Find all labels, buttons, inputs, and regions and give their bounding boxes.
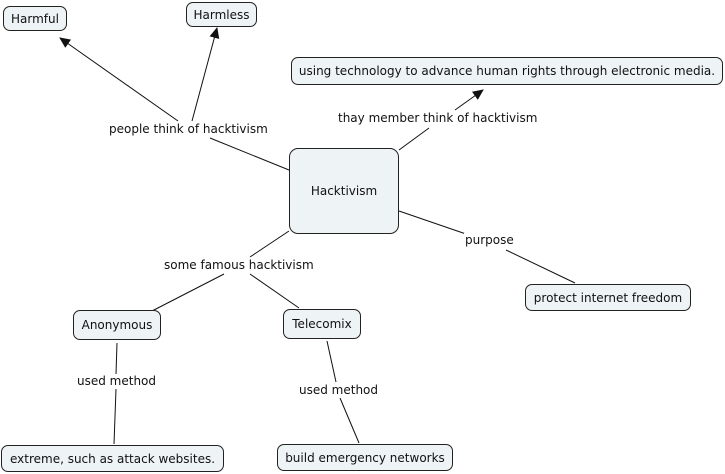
link-label-member-think[interactable]: thay member think of hacktivism (337, 111, 539, 125)
arrow-to-harmless (191, 27, 220, 122)
arrow-to-harmful (59, 37, 179, 122)
line-anonymous-to-used-method (115, 342, 118, 375)
node-extreme[interactable]: extreme, such as attack websites. (1, 445, 224, 472)
link-label-purpose[interactable]: purpose (464, 233, 515, 247)
link-label-used-method-telecomix[interactable]: used method (298, 383, 380, 397)
node-harmless[interactable]: Harmless (186, 2, 257, 27)
node-telecomix-text: Telecomix (292, 317, 352, 331)
line-telecomix-to-used-method (326, 340, 337, 383)
node-freedom-text: protect internet freedom (533, 290, 683, 305)
line-hacktivism-to-people-think (209, 137, 290, 171)
node-harmless-text: Harmless (193, 7, 250, 22)
node-freedom[interactable]: protect internet freedom (525, 284, 691, 311)
line-hacktivism-to-member-think (398, 127, 430, 151)
arrow-to-definition (454, 89, 484, 111)
node-hacktivism[interactable]: Hacktivism (289, 148, 399, 234)
node-telecomix[interactable]: Telecomix (283, 309, 361, 339)
node-hacktivism-text: Hacktivism (310, 184, 378, 198)
node-definition-text: using technology to advance human rights… (298, 64, 716, 78)
link-label-used-method-anonymous[interactable]: used method (76, 374, 158, 388)
line-hacktivism-to-famous (249, 230, 290, 258)
node-extreme-text: extreme, such as attack websites. (9, 451, 216, 466)
link-label-famous[interactable]: some famous hacktivism (163, 258, 315, 272)
line-hacktivism-to-purpose (398, 210, 467, 235)
node-anonymous-text: Anonymous (81, 318, 153, 332)
line-used-method-to-networks (339, 397, 360, 444)
node-networks-text: build emergency networks (285, 450, 445, 465)
line-used-method-to-extreme (113, 388, 117, 445)
link-label-people-think[interactable]: people think of hacktivism (108, 122, 269, 136)
node-harmful-text: Harmful (11, 11, 59, 26)
line-famous-to-telecomix (249, 273, 300, 309)
node-anonymous[interactable]: Anonymous (73, 310, 161, 340)
node-harmful[interactable]: Harmful (3, 6, 67, 31)
node-definition[interactable]: using technology to advance human rights… (291, 57, 723, 85)
line-famous-to-anonymous (151, 273, 225, 312)
line-purpose-to-freedom (505, 249, 576, 284)
node-networks[interactable]: build emergency networks (277, 444, 453, 471)
